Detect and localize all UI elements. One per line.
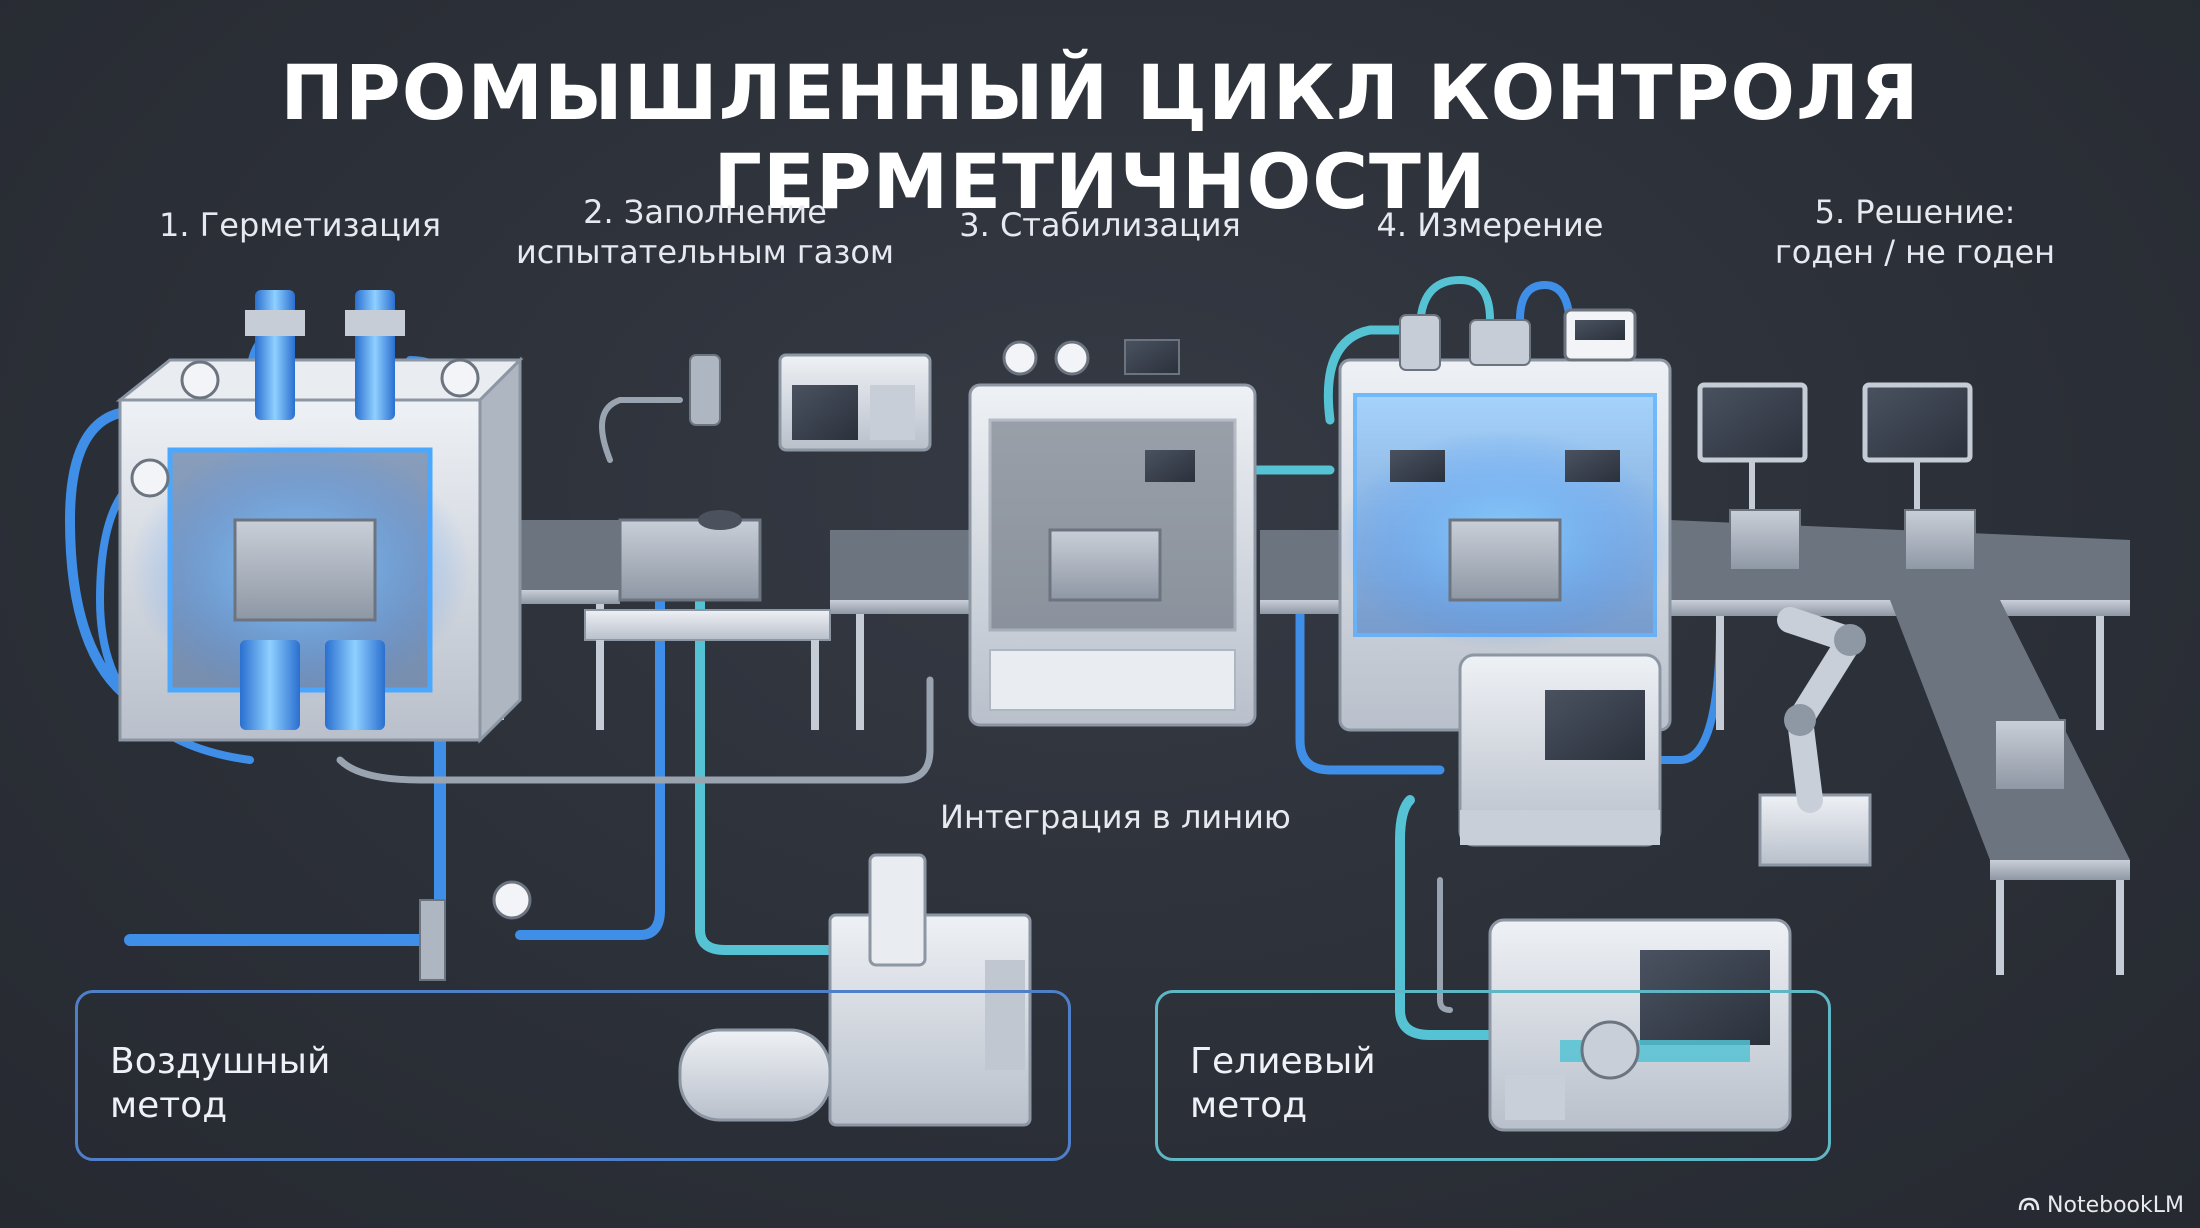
brand-name: NotebookLM — [2047, 1193, 2184, 1218]
page-title: ПРОМЫШЛЕННЫЙ ЦИКЛ КОНТРОЛЯ ГЕРМЕТИЧНОСТИ — [280, 48, 1920, 226]
step-4-label: 4. Измерение — [1340, 205, 1640, 245]
helium-method-line-1: Гелиевый — [1190, 1041, 1376, 1082]
step-2-line-2: испытательным газом — [515, 233, 895, 271]
gas-fill-fixture — [584, 353, 932, 730]
step-4-line-1: 4. Измерение — [1376, 206, 1604, 244]
step-3-label: 3. Стабилизация — [950, 205, 1250, 245]
notebooklm-logo-icon — [2018, 1193, 2040, 1218]
step-5-line-1: 5. Решение: — [1814, 193, 2016, 231]
air-method-label: Воздушный метод — [110, 1040, 330, 1128]
leak-detector — [1458, 653, 1662, 847]
step-2-label: 2. Заполнение испытательным газом — [505, 192, 905, 272]
step-5-label: 5. Решение: годен / не годен — [1765, 192, 2065, 272]
air-equipment — [419, 853, 1032, 1127]
step-1-label: 1. Герметизация — [140, 205, 460, 245]
air-method-frame — [75, 990, 1071, 1161]
sealing-press — [115, 290, 524, 744]
step-3-line-1: 3. Стабилизация — [959, 206, 1241, 244]
step-5-line-2: годен / не годен — [1774, 233, 2056, 271]
step-1-line-1: 1. Герметизация — [159, 206, 441, 244]
air-method-line-1: Воздушный — [110, 1041, 331, 1082]
helium-equipment — [1488, 918, 1792, 1132]
integration-label: Интеграция в линию — [940, 798, 1291, 836]
step-2-line-1: 2. Заполнение — [583, 193, 827, 231]
sorting-area — [1697, 382, 2066, 867]
helium-method-label: Гелиевый метод — [1190, 1040, 1376, 1128]
air-method-line-2: метод — [110, 1085, 228, 1126]
brand-mark: NotebookLM — [2018, 1193, 2184, 1218]
helium-method-line-2: метод — [1190, 1085, 1308, 1126]
measurement-cabinet — [1335, 308, 1675, 732]
stabilization-cabinet — [968, 339, 1257, 727]
helium-method-frame — [1155, 990, 1831, 1161]
